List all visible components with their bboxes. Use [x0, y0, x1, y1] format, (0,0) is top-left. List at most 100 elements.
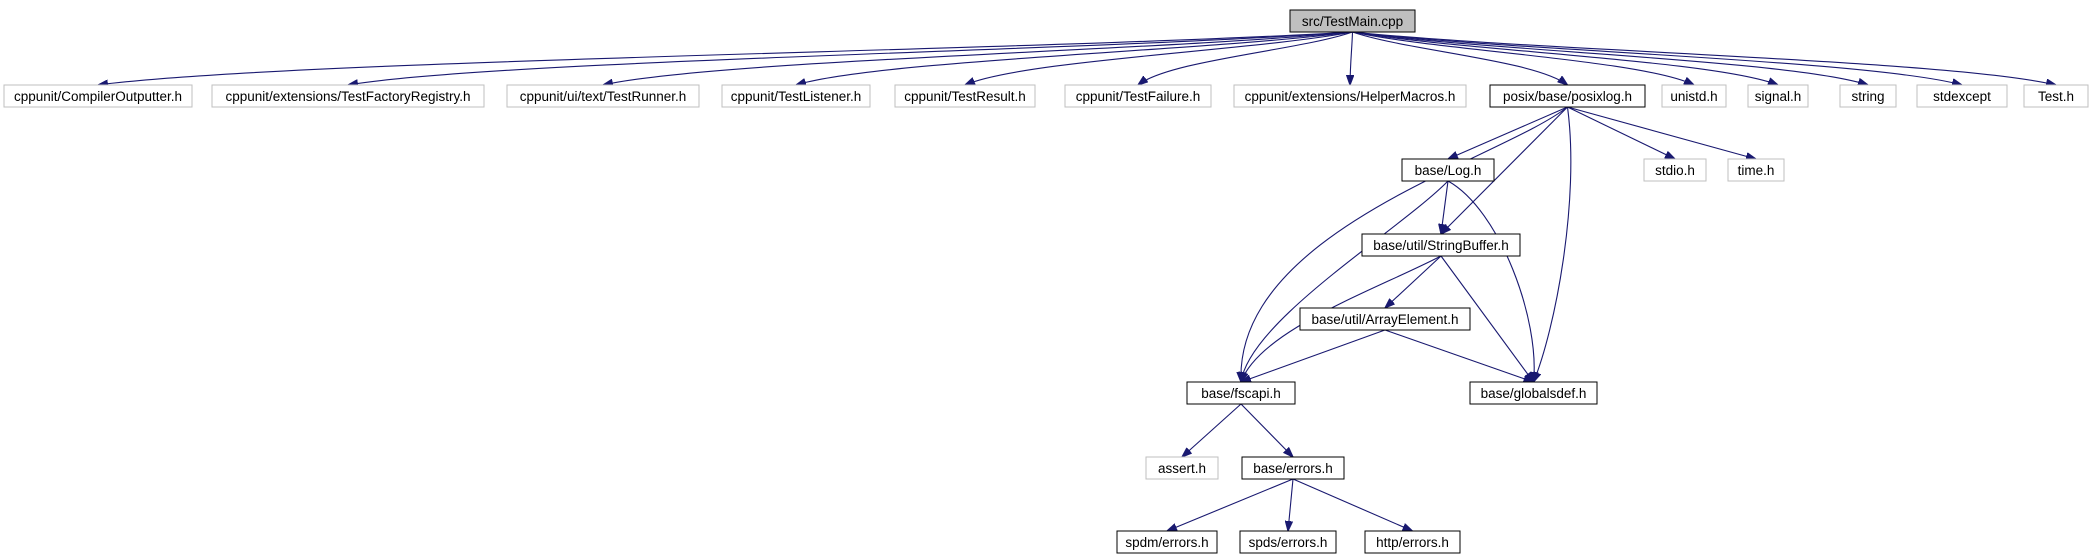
node-n-factory: cppunit/extensions/TestFactoryRegistry.h: [211, 84, 485, 108]
node-label: base/Log.h: [1415, 163, 1482, 178]
node-label: signal.h: [1755, 89, 1802, 104]
edge-root-to-n_signal: [1352, 31, 1779, 85]
node-n-errors[interactable]: base/errors.h: [1241, 456, 1345, 480]
node-label: cppunit/ui/text/TestRunner.h: [520, 89, 687, 104]
node-n-fscapi[interactable]: base/fscapi.h: [1186, 381, 1296, 405]
node-n-time: time.h: [1727, 158, 1785, 182]
node-label: spds/errors.h: [1249, 535, 1328, 550]
node-label: cppunit/CompilerOutputter.h: [14, 89, 182, 104]
node-box: [1916, 84, 2008, 108]
node-box: [1116, 530, 1218, 554]
edge-root-to-n_listener: [796, 31, 1353, 85]
edge-root-to-n_test: [1352, 31, 2057, 85]
node-box: [1839, 84, 1897, 108]
node-label: base/errors.h: [1253, 461, 1333, 476]
node-label: base/util/StringBuffer.h: [1373, 238, 1509, 253]
node-box: [211, 84, 485, 108]
node-n-strbuf[interactable]: base/util/StringBuffer.h: [1361, 233, 1521, 257]
nodes-layer: src/TestMain.cpp cppunit/CompilerOutputte…: [3, 9, 2089, 554]
edge-root-to-n_stdexcept: [1352, 31, 1963, 85]
node-label: unistd.h: [1670, 89, 1717, 104]
node-box: [1239, 530, 1337, 554]
node-box: [1361, 233, 1521, 257]
node-n-unistd: unistd.h: [1661, 84, 1727, 108]
edge-root-to-n_factory: [348, 31, 1353, 85]
node-label: http/errors.h: [1376, 535, 1449, 550]
edge-root-to-n_failure: [1138, 31, 1353, 85]
node-label: stdio.h: [1655, 163, 1695, 178]
node-n-assert: assert.h: [1145, 456, 1219, 480]
edge-n_errors-to-n_http: [1292, 478, 1413, 531]
node-label: cppunit/extensions/TestFactoryRegistry.h: [225, 89, 470, 104]
edge-n_posixlog-to-n_stdio: [1567, 106, 1676, 159]
node-n-runner: cppunit/ui/text/TestRunner.h: [506, 84, 700, 108]
node-label: assert.h: [1158, 461, 1206, 476]
node-n-compiler: cppunit/CompilerOutputter.h: [3, 84, 193, 108]
node-label: base/fscapi.h: [1201, 386, 1281, 401]
edge-n_strbuf-to-n_globals: [1440, 255, 1534, 382]
node-label: cppunit/extensions/HelperMacros.h: [1245, 89, 1456, 104]
node-n-helper: cppunit/extensions/HelperMacros.h: [1233, 84, 1467, 108]
edge-root-to-n_compiler: [98, 31, 1353, 85]
edge-root-to-n_helper: [1350, 31, 1353, 85]
node-label: time.h: [1738, 163, 1775, 178]
node-box: [721, 84, 871, 108]
node-label: src/TestMain.cpp: [1302, 14, 1403, 29]
node-box: [1299, 307, 1471, 331]
edge-n_posixlog-to-n_globals: [1534, 106, 1572, 382]
node-box: [1661, 84, 1727, 108]
node-label: spdm/errors.h: [1125, 535, 1208, 550]
edge-n_log-to-n_strbuf: [1441, 180, 1449, 234]
node-box: [1241, 456, 1345, 480]
node-n-signal: signal.h: [1747, 84, 1809, 108]
edges-layer: [98, 31, 2057, 531]
node-n-listener: cppunit/TestListener.h: [721, 84, 871, 108]
node-box: [1186, 381, 1296, 405]
node-n-array[interactable]: base/util/ArrayElement.h: [1299, 307, 1471, 331]
node-n-stdexcept: stdexcept: [1916, 84, 2008, 108]
edge-n_errors-to-n_spds: [1288, 478, 1294, 531]
node-box: [506, 84, 700, 108]
node-label: cppunit/TestFailure.h: [1076, 89, 1201, 104]
node-n-globals[interactable]: base/globalsdef.h: [1469, 381, 1598, 405]
node-box: [1401, 158, 1495, 182]
node-box: [1364, 530, 1461, 554]
node-box: [1064, 84, 1212, 108]
node-n-failure: cppunit/TestFailure.h: [1064, 84, 1212, 108]
node-label: Test.h: [2038, 89, 2074, 104]
node-label: cppunit/TestResult.h: [904, 89, 1026, 104]
node-box: [1747, 84, 1809, 108]
node-box: [1469, 381, 1598, 405]
edge-n_fscapi-to-n_assert: [1182, 403, 1242, 457]
node-n-http[interactable]: http/errors.h: [1364, 530, 1461, 554]
edge-n_log-to-n_globals: [1447, 180, 1534, 382]
node-n-posixlog[interactable]: posix/base/posixlog.h: [1489, 84, 1646, 108]
edge-n_posixlog-to-n_time: [1567, 106, 1757, 159]
edge-root-to-n_result: [965, 31, 1353, 85]
node-n-stdio: stdio.h: [1643, 158, 1707, 182]
node-label: base/globalsdef.h: [1481, 386, 1587, 401]
node-n-spds[interactable]: spds/errors.h: [1239, 530, 1337, 554]
node-box: [2023, 84, 2089, 108]
node-label: base/util/ArrayElement.h: [1311, 312, 1458, 327]
edge-n_array-to-n_globals: [1384, 329, 1534, 382]
node-n-test: Test.h: [2023, 84, 2089, 108]
node-n-log[interactable]: base/Log.h: [1401, 158, 1495, 182]
node-n-string: string: [1839, 84, 1897, 108]
node-box: [894, 84, 1036, 108]
node-box: [1233, 84, 1467, 108]
edge-n_array-to-n_fscapi: [1241, 329, 1386, 382]
edge-n_fscapi-to-n_errors: [1240, 403, 1293, 457]
node-box: [3, 84, 193, 108]
node-label: cppunit/TestListener.h: [731, 89, 862, 104]
edge-n_posixlog-to-n_fscapi: [1241, 106, 1568, 382]
edge-n_posixlog-to-n_strbuf: [1441, 106, 1568, 234]
node-n-spdm[interactable]: spdm/errors.h: [1116, 530, 1218, 554]
node-n-result: cppunit/TestResult.h: [894, 84, 1036, 108]
edge-root-to-n_posixlog: [1352, 31, 1568, 85]
node-label: stdexcept: [1933, 89, 1991, 104]
edge-n_errors-to-n_spdm: [1167, 478, 1294, 531]
node-root[interactable]: src/TestMain.cpp: [1289, 9, 1416, 33]
node-label: string: [1851, 89, 1884, 104]
